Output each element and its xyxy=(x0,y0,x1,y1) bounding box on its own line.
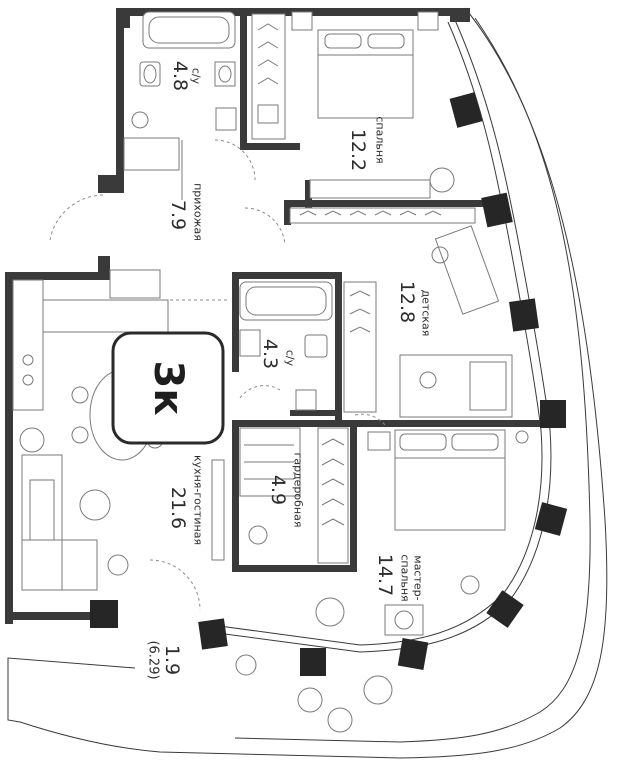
kitchen-counter xyxy=(12,279,169,411)
master-chair xyxy=(394,610,414,630)
hallway-area: 7.9 xyxy=(167,200,189,230)
room-count-label: 3к xyxy=(145,361,191,416)
kids-room-area: 12.8 xyxy=(396,281,418,323)
washing-machine-top xyxy=(215,107,237,131)
bedroom-name: спальня xyxy=(374,116,387,163)
wardrobe-room-shelves xyxy=(239,427,349,564)
bathroom-mid-area: 4.3 xyxy=(259,339,281,369)
bathroom-top-name: с/у xyxy=(190,68,203,85)
double-bed-master xyxy=(394,429,506,531)
facade-window-outer xyxy=(209,19,552,653)
bathtub-top xyxy=(142,11,236,49)
washbasin-mid xyxy=(239,329,261,357)
double-bed-bedroom xyxy=(317,29,414,119)
side-table-bedroom xyxy=(429,167,455,193)
tv-stand xyxy=(211,459,225,561)
washbasin-top xyxy=(214,61,236,87)
bedroom-area: 12.2 xyxy=(347,129,369,171)
shower-drain-top xyxy=(131,111,149,129)
nightstand-left xyxy=(291,11,313,31)
coffee-table xyxy=(79,489,111,521)
nightstand-right xyxy=(417,11,439,31)
door-swings xyxy=(49,139,386,611)
wardrobe-area: 4.9 xyxy=(267,475,289,505)
master-bedroom-area: 14.7 xyxy=(374,554,396,596)
hallway-name: прихожая xyxy=(192,183,205,241)
bathroom-mid-name: с/у xyxy=(284,350,297,367)
toilet-top xyxy=(139,61,161,87)
facade-window-inner xyxy=(211,21,543,646)
room-count-badge: 3к xyxy=(111,331,225,445)
terrace-inner-edge xyxy=(234,17,591,743)
bathroom-top-area: 4.8 xyxy=(169,61,191,91)
sofa xyxy=(21,454,98,591)
master-bedroom-name-line2: спальня xyxy=(399,554,412,601)
bed-kids xyxy=(399,354,513,418)
kitchen-living-area: 21.6 xyxy=(167,487,189,529)
wardrobe-kids xyxy=(289,207,476,224)
balcony-area: 1.9 xyxy=(161,645,183,675)
washing-machine-mid xyxy=(295,389,317,411)
master-nightstand xyxy=(367,431,391,451)
master-bedroom-name-line1: мастер- xyxy=(412,555,425,600)
fridge xyxy=(109,269,161,299)
kitchen-living-name: кухня-гостиная xyxy=(192,455,205,545)
dresser-bedroom xyxy=(309,179,431,199)
master-desk xyxy=(384,604,424,636)
wardrobe-name: гардеробная xyxy=(292,453,305,528)
facade-columns xyxy=(90,92,568,676)
wardrobe-bedroom xyxy=(251,13,286,140)
plant-icons xyxy=(19,427,529,733)
toilet-mid xyxy=(304,334,328,358)
bathtub-mid xyxy=(239,281,333,321)
wardrobe-kids-2 xyxy=(343,281,377,413)
room-labels: с/у 4.8 спальня 12.2 прихожая 7.9 детска… xyxy=(146,61,433,680)
terrace-outline xyxy=(7,7,608,759)
balcony-area-reduced: (6.29) xyxy=(146,640,161,679)
hallway-shoe-cabinet xyxy=(123,137,180,171)
kids-room-name: детская xyxy=(420,290,433,337)
desk-kids xyxy=(431,225,500,315)
